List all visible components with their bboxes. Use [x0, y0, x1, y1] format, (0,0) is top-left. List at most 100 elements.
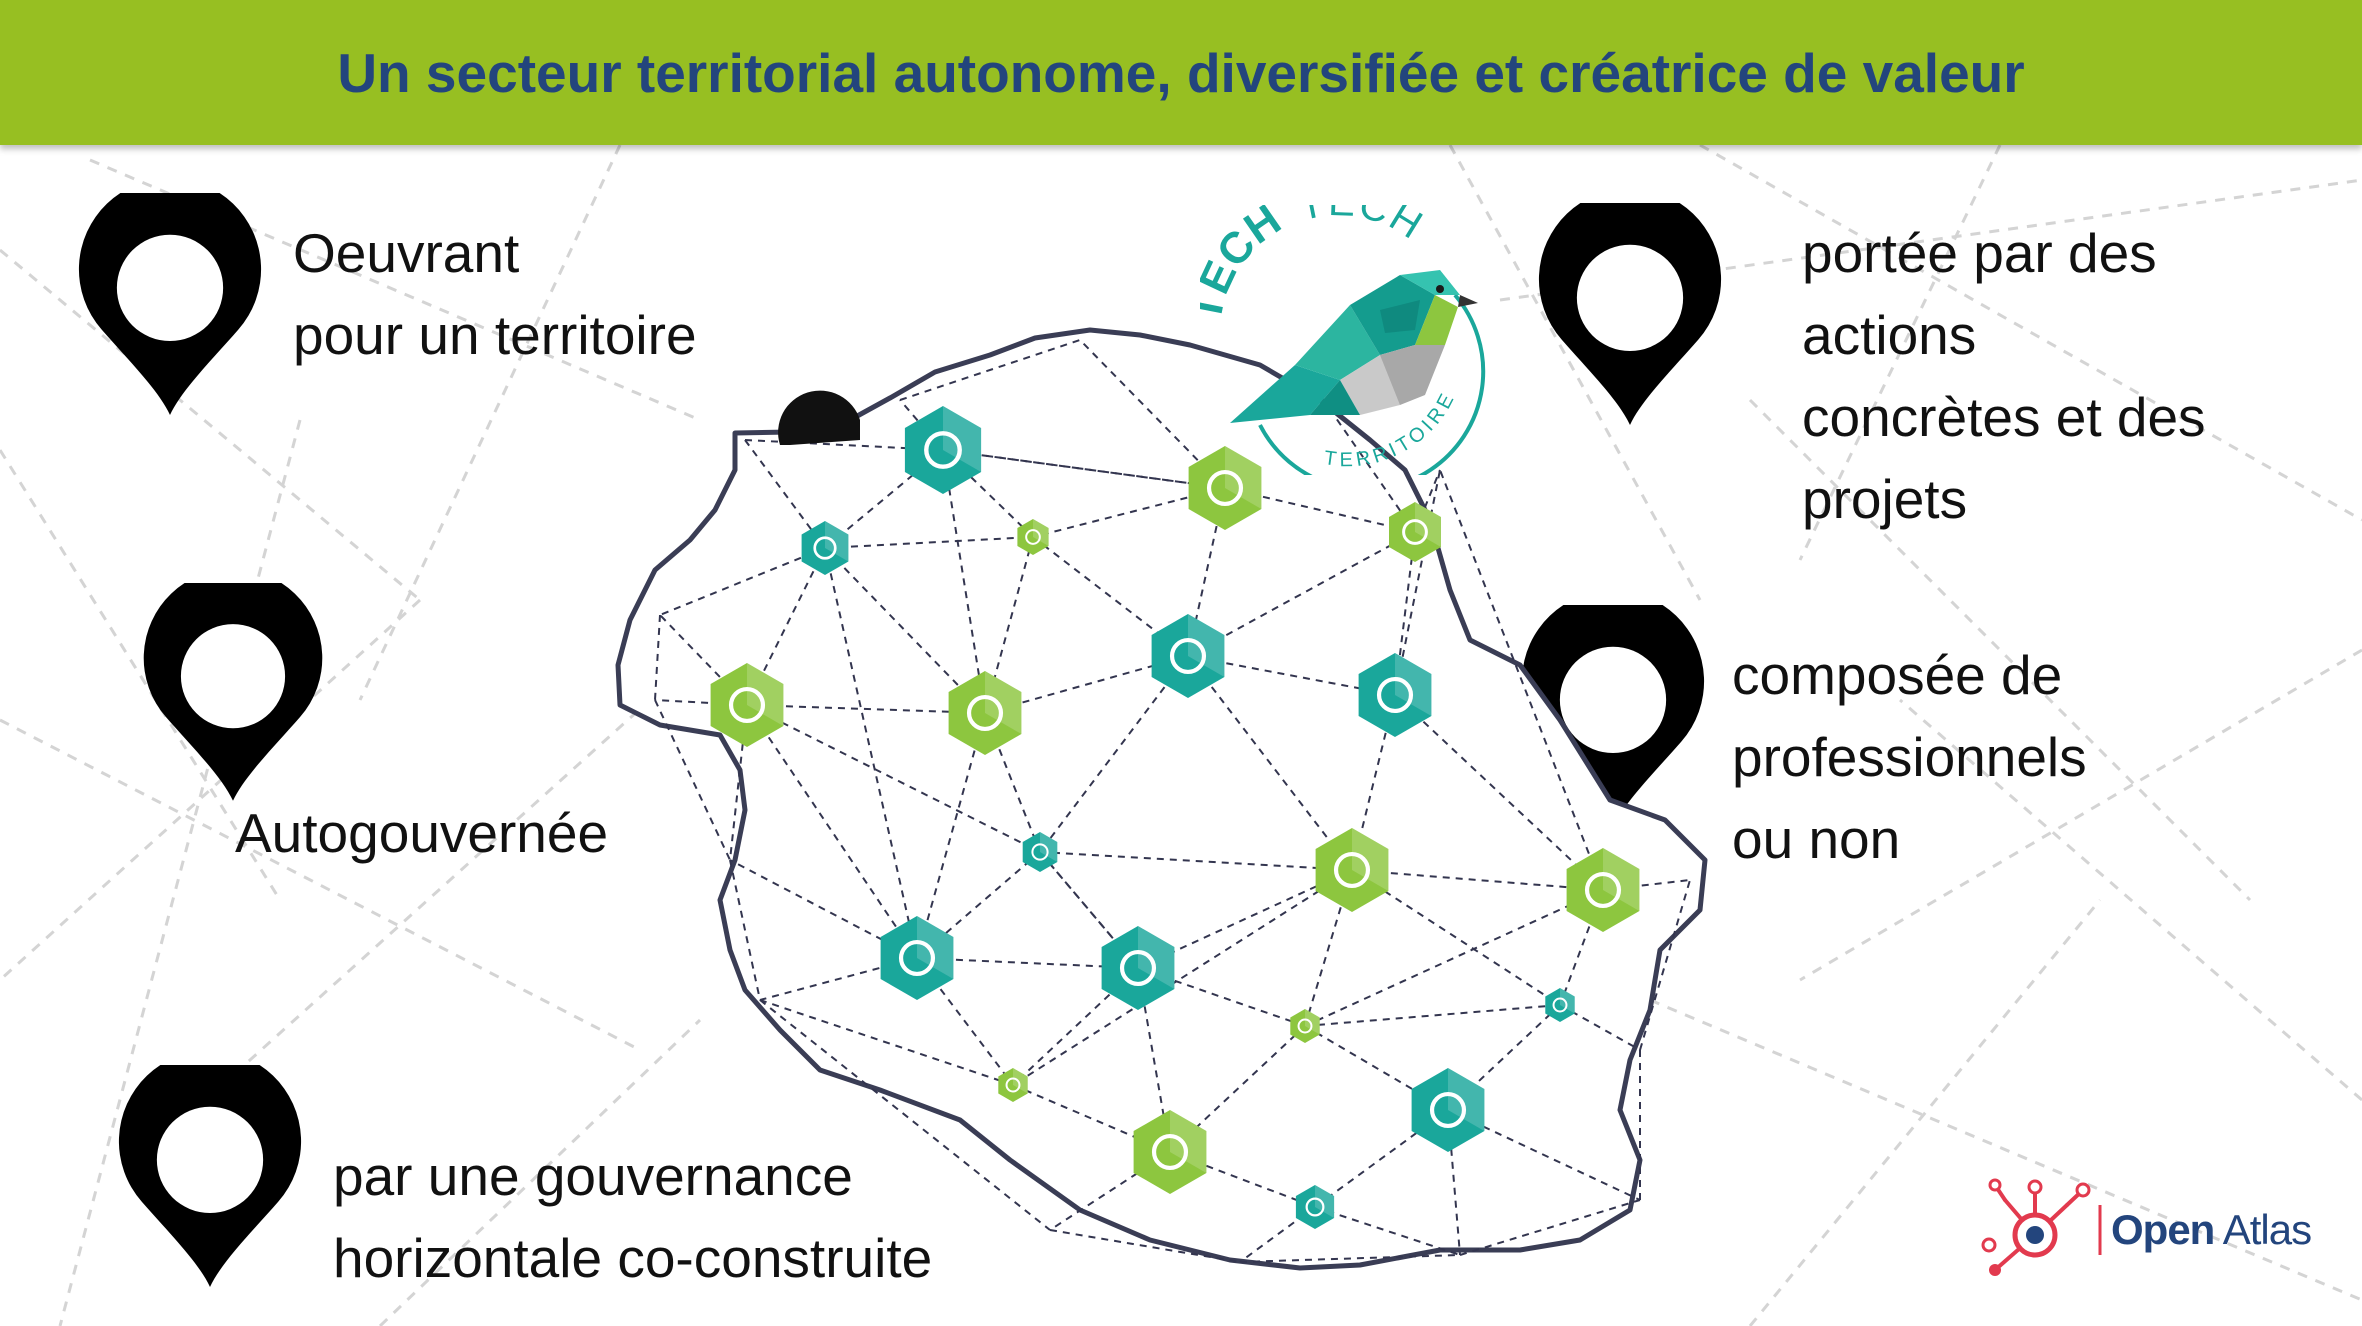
network-link	[746, 704, 1041, 853]
feature-oeuvrant: Oeuvrant pour un territoire	[293, 212, 697, 376]
network-link	[1319, 394, 1416, 533]
chart-icon	[998, 1068, 1028, 1102]
feature-line: ou non	[1732, 808, 1901, 870]
open-atlas-wordmark: Open Atlas	[2111, 1206, 2312, 1254]
feature-line: portée par des	[1802, 222, 2157, 284]
network-icon	[1545, 988, 1575, 1022]
bus-icon	[1133, 1110, 1207, 1194]
network-link	[1079, 339, 1226, 489]
recycle-icon	[1566, 848, 1640, 932]
network-link	[942, 449, 1226, 489]
network-link	[1049, 1229, 1241, 1263]
feature-line: professionnels	[1732, 726, 2087, 788]
network-link	[729, 859, 918, 959]
map-pin-icon	[78, 193, 262, 415]
network-link	[824, 536, 1034, 549]
network-link	[1394, 694, 1604, 891]
brand-word-open: Open	[2111, 1206, 2215, 1253]
plant-icon	[1411, 1068, 1485, 1152]
network-nodes	[710, 406, 1640, 1229]
refresh-icon	[1389, 502, 1441, 562]
network-link	[1351, 869, 1561, 1006]
map-pin-icon	[143, 583, 323, 801]
feature-line: projets	[1802, 468, 1968, 530]
atom-network-icon	[1981, 1178, 2091, 1276]
svg-text:TECH: TECH	[1200, 205, 1290, 325]
network-link	[1351, 869, 1604, 891]
network-link	[1447, 1109, 1641, 1201]
health-icon	[904, 406, 982, 494]
network-link	[1049, 1151, 1171, 1231]
logo-tech-light: TECH	[1295, 205, 1431, 249]
network-link	[824, 547, 918, 959]
network-link	[1169, 1025, 1306, 1153]
family-icon	[801, 521, 849, 575]
network-link	[654, 699, 731, 861]
network-link	[1304, 1004, 1561, 1027]
feature-autogouvernee: Autogouvernée	[235, 792, 608, 874]
running-icon	[1151, 614, 1225, 698]
feature-line: composée de	[1732, 644, 2063, 706]
divider	[2098, 1205, 2102, 1255]
map-pin-icon	[778, 390, 860, 445]
map-pin-icon	[1538, 203, 1722, 425]
flag-icon	[1022, 832, 1058, 872]
network-link	[916, 957, 1139, 969]
leaf-icon	[710, 663, 784, 747]
brand-word-atlas: Atlas	[2222, 1206, 2312, 1253]
network-link	[659, 614, 748, 706]
health-icon	[1295, 1185, 1335, 1229]
feature-line: Autogouvernée	[235, 802, 609, 864]
feature-line: pour un territoire	[293, 304, 697, 366]
techtech-territoire-logo: TECH TECH TERRITOIRE	[1200, 205, 1486, 475]
network-link	[1459, 1199, 1641, 1256]
map-pin-icon	[1521, 605, 1705, 827]
network-link	[1187, 531, 1416, 657]
page-title: Un secteur territorial autonome, diversi…	[337, 41, 2025, 104]
island-outline	[615, 327, 1708, 1271]
refresh-icon	[948, 671, 1022, 755]
network-link	[1039, 655, 1189, 853]
feature-line: horizontale co-construite	[333, 1227, 933, 1289]
svg-text:TECH: TECH	[1295, 205, 1431, 249]
family-icon	[880, 916, 954, 1000]
feature-line: actions	[1802, 304, 1977, 366]
network-link	[1187, 655, 1353, 871]
network-link	[729, 859, 761, 1001]
network-link	[1039, 851, 1353, 871]
logo-tech-bold: TECH	[1200, 205, 1290, 325]
feature-line: Oeuvrant	[293, 222, 520, 284]
feature-line: concrètes et des	[1802, 386, 2206, 448]
network-icon	[1101, 926, 1175, 1010]
title-banner: Un secteur territorial autonome, diversi…	[0, 0, 2362, 145]
network-link	[654, 614, 661, 701]
feature-composee: composée de professionnels ou non	[1732, 634, 2087, 880]
feature-line: par une gouvernance	[333, 1145, 853, 1207]
network-link	[1304, 889, 1604, 1027]
feature-gouvernance: par une gouvernance horizontale co-const…	[333, 1135, 932, 1299]
island-network-map	[615, 327, 1708, 1271]
flag-icon	[1358, 653, 1432, 737]
network-link	[1439, 469, 1604, 891]
chart-icon	[1315, 828, 1389, 912]
network-link	[1304, 1025, 1449, 1111]
network-link	[659, 547, 826, 616]
network-link	[942, 449, 986, 714]
network-link	[1239, 1254, 1461, 1263]
network-link	[1012, 869, 1353, 1086]
network-link	[759, 999, 1014, 1086]
network-link	[746, 704, 986, 714]
network-link	[1414, 469, 1441, 533]
open-atlas-logo: Open Atlas	[1975, 1175, 2312, 1285]
feature-portee: portée par des actions concrètes et des …	[1802, 212, 2206, 540]
network-link	[916, 712, 986, 959]
network-link	[1012, 1084, 1171, 1153]
bus-icon	[1017, 519, 1049, 555]
network-link	[942, 449, 1226, 489]
network-link	[759, 999, 1051, 1231]
leaf-icon	[1290, 1009, 1320, 1043]
network-link	[744, 439, 826, 549]
map-pin-icon	[118, 1065, 302, 1287]
network-link	[984, 536, 1034, 714]
